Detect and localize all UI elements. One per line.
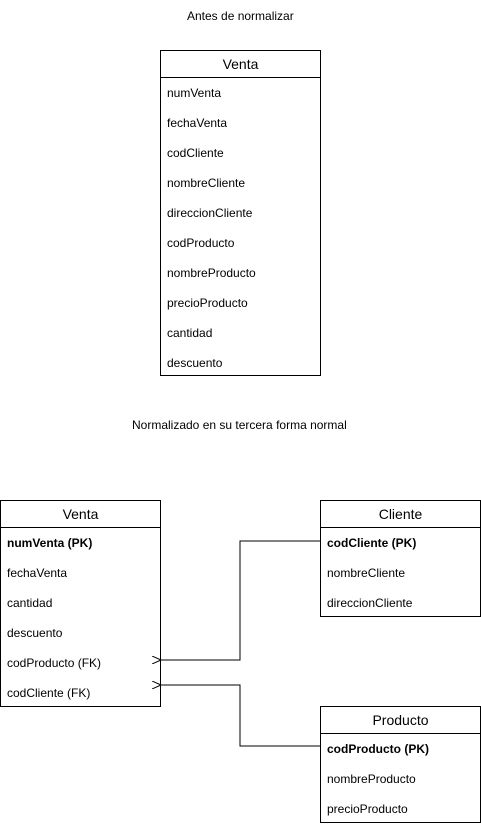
after-caption: Normalizado en su tercera forma normal [132, 418, 347, 432]
attribute-nombreproducto: nombreProducto [167, 266, 256, 280]
attribute-fechaventa: fechaVenta [7, 566, 68, 580]
entity-title: Producto [321, 707, 480, 734]
attribute-codcliente-pk: codCliente (PK) [327, 536, 417, 550]
attribute-precioproducto: precioProducto [167, 296, 248, 310]
attribute-precioproducto: precioProducto [327, 802, 408, 816]
attribute-codproducto: codProducto [167, 236, 235, 250]
attribute-numventa: numVenta [167, 86, 222, 100]
entity-title: Venta [161, 51, 320, 78]
attribute-nombreproducto: nombreProducto [327, 772, 416, 786]
before-caption: Antes de normalizar [187, 9, 294, 23]
attribute-codcliente: codCliente [167, 146, 224, 160]
entity-title: Venta [1, 501, 160, 528]
attribute-nombrecliente: nombreCliente [327, 566, 406, 580]
connector-cliente-to-venta [161, 540, 320, 660]
attribute-descuento: descuento [167, 356, 223, 370]
attribute-cantidad: cantidad [7, 596, 53, 610]
entity-cliente[interactable]: Cliente codCliente (PK) nombreCliente di… [320, 500, 481, 617]
entity-title: Cliente [321, 501, 480, 528]
attribute-direccioncliente: direccionCliente [167, 206, 253, 220]
entity-producto[interactable]: Producto codProducto (PK) nombreProducto… [320, 706, 481, 823]
entity-venta-before[interactable]: Venta numVenta fechaVenta codCliente nom… [160, 50, 321, 376]
connector-producto-to-venta [161, 685, 320, 747]
attribute-fechaventa: fechaVenta [167, 116, 228, 130]
attribute-direccioncliente: direccionCliente [327, 596, 413, 610]
attribute-codproducto-fk: codProducto (FK) [7, 656, 102, 670]
attribute-cantidad: cantidad [167, 326, 213, 340]
attribute-descuento: descuento [7, 626, 63, 640]
attribute-codproducto-pk: codProducto (PK) [327, 742, 429, 756]
entity-venta-after[interactable]: Venta numVenta (PK) fechaVenta cantidad … [0, 500, 161, 707]
attribute-codcliente-fk: codCliente (FK) [7, 686, 91, 700]
attribute-nombrecliente: nombreCliente [167, 176, 246, 190]
attribute-numventa-pk: numVenta (PK) [7, 536, 93, 550]
